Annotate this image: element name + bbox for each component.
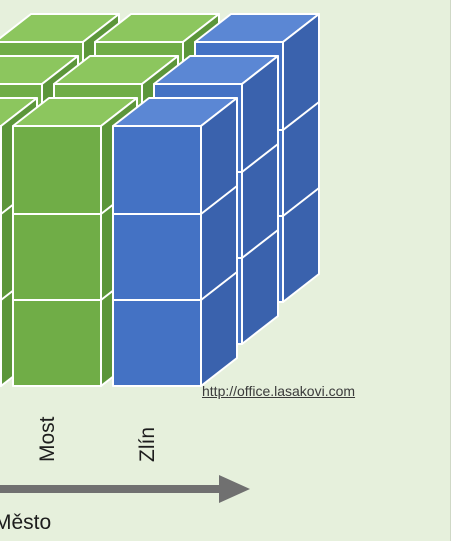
label-zlin: Zlín [136,426,159,462]
cube-front-face [12,125,102,215]
cube-front-face [0,297,2,387]
axis-arrow-head [219,475,250,503]
axis-label-mesto: Město [0,511,52,534]
axis-arrow [0,475,250,503]
cube-front-face [112,211,202,301]
website-link[interactable]: http://office.lasakovi.com [202,383,356,399]
cube-stack [0,13,320,387]
label-most: Most [36,416,59,462]
cube-front-face [12,211,102,301]
cube-front-face [112,125,202,215]
blue-cube [112,97,238,215]
cube-front-face [0,211,2,301]
cube-front-face [0,125,2,215]
cube-front-face [112,297,202,387]
axis-arrow-shaft [0,485,222,493]
cube-front-face [12,297,102,387]
